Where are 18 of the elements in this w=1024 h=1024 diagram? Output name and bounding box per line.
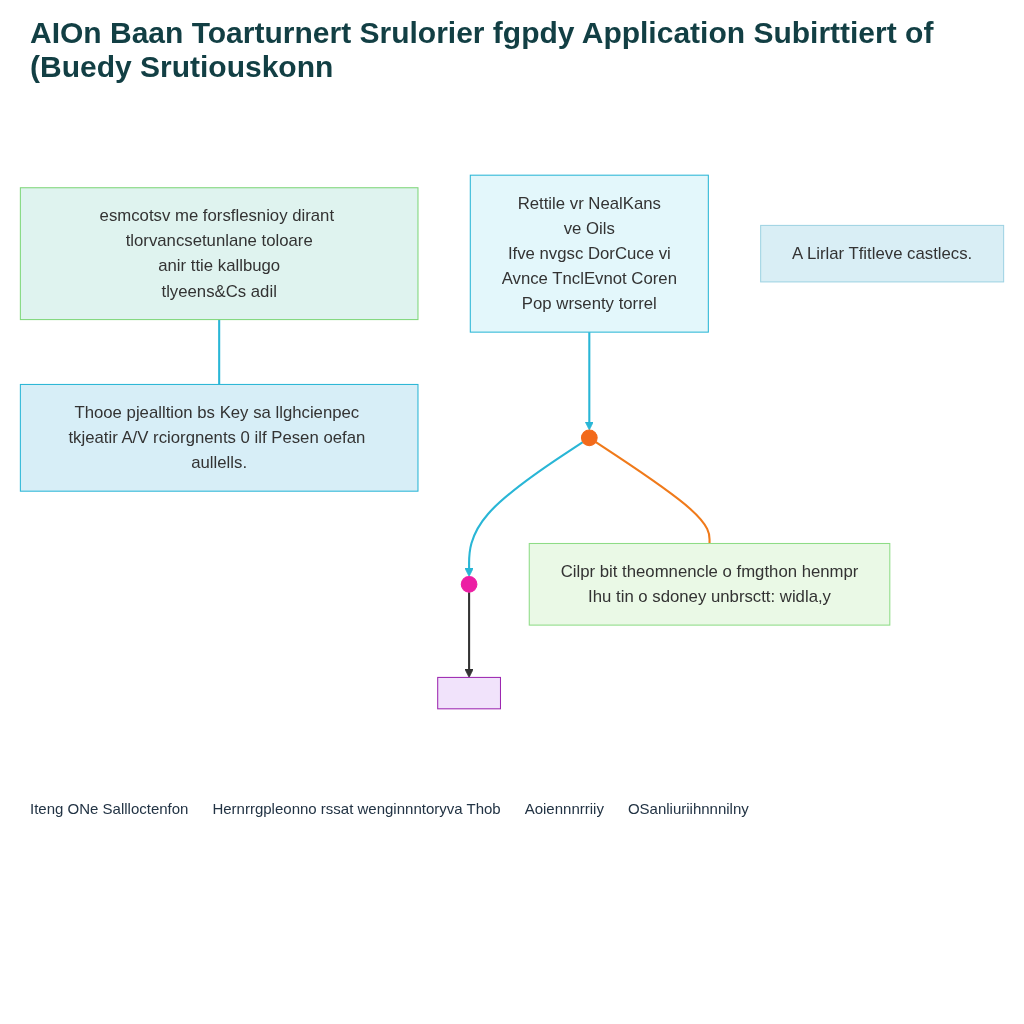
connector bbox=[218, 319, 221, 385]
node-box: Thooe pjealltion bs Key sa llghcienpec tkjeatir A/V rciorgnents 0 ilf Pesen oefan aullells. bbox=[19, 383, 419, 492]
diagram-title: AIOn Baan Toarturnert Srulorier fgpdy Application Subirttiert of (Buedy Srutiouskonn bbox=[30, 16, 935, 84]
note-text: Hernrrgpleonno rssat wenginnntoryva Thob bbox=[212, 800, 501, 817]
arrow bbox=[464, 441, 584, 577]
node-box: esmcotsv me forsflesnioy dirant tlorvancsetunlane toloare anir ttie kallbugo tlyeens&Cs adil bbox=[19, 187, 419, 321]
node-box bbox=[437, 676, 501, 710]
arrow bbox=[584, 332, 594, 431]
arrow bbox=[464, 592, 474, 678]
node-circle bbox=[460, 575, 478, 593]
node-box: Rettile vr NealKans ve Oils Ifve nvgsc DorCuce vi Avnce TnclEvnot Coren Pop wrsenty torrel bbox=[469, 174, 709, 333]
node-box: A Lirlar Tfitleve castlecs. bbox=[760, 224, 1005, 283]
note-text: Iteng ONe Sallloctenfon bbox=[30, 800, 189, 817]
note-text: OSanliuriihnnnilny bbox=[627, 800, 749, 817]
note-text: Aoiennnrriiy bbox=[524, 800, 604, 817]
node-box: Cilpr bit theomnencle o fmgthon henmpr Ihu tin o sdoney unbrsctt: widla,y bbox=[528, 542, 891, 626]
node-circle bbox=[580, 429, 598, 447]
connector bbox=[595, 441, 711, 544]
